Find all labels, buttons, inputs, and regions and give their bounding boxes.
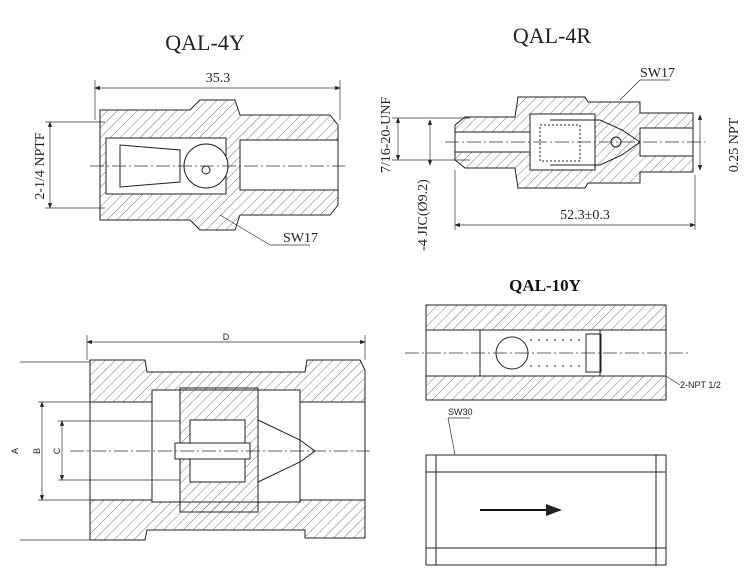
- length-dimension-label: 35.3: [206, 71, 231, 86]
- drawing-qal-4y: QAL-4Y 35.3 2-1/4 NPTF SW17: [33, 30, 345, 246]
- drawing-qal-10y: QAL-10Y 2-NPT 1/2 SW30: [405, 276, 721, 566]
- dimension-a-label: A: [10, 448, 20, 454]
- title-qal-10y: QAL-10Y: [509, 276, 581, 295]
- jic-label: -4 JIC(Ø9.2): [416, 179, 431, 251]
- drawing-qal-4r: QAL-4R SW17 7/16-20-UNF -4 JIC(Ø9.2) 0.2…: [379, 23, 742, 251]
- outlet-thread-label: 0.25 NPT: [727, 117, 742, 172]
- thread-label: 2-NPT 1/2: [680, 380, 721, 390]
- title-qal-4r: QAL-4R: [513, 23, 592, 48]
- dimension-b-label: B: [32, 448, 42, 454]
- wrench-size-label: SW17: [640, 66, 675, 81]
- inlet-thread-label: 7/16-20-UNF: [379, 97, 394, 173]
- wrench-size-label: SW30: [448, 407, 473, 417]
- length-dimension-label: 52.3±0.3: [560, 208, 610, 223]
- dimension-d-label: D: [223, 332, 230, 342]
- dimension-c-label: C: [52, 447, 62, 454]
- thread-dimension-label: 2-1/4 NPTF: [33, 132, 48, 200]
- drawing-generic-section: D A B C: [10, 332, 372, 541]
- wrench-size-label: SW17: [283, 231, 318, 246]
- title-qal-4y: QAL-4Y: [165, 30, 245, 55]
